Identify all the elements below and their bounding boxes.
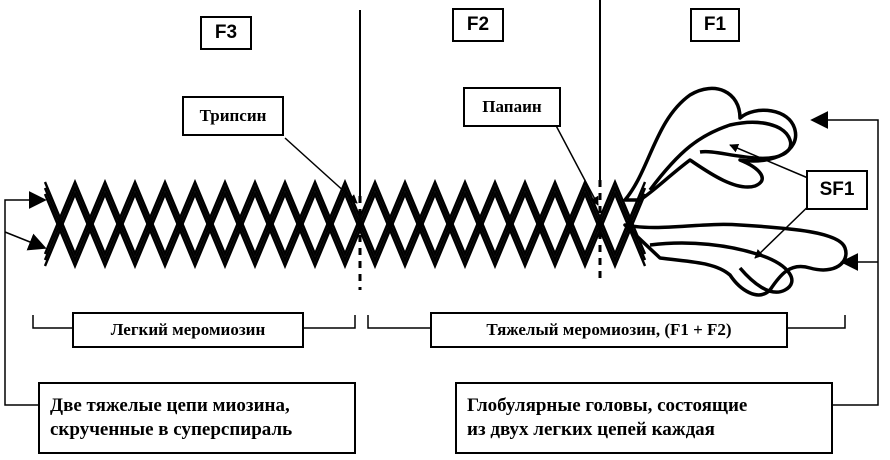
light-meromyosin-label: Легкий меромиозин: [72, 312, 304, 348]
globular-heads: [623, 86, 848, 297]
upper-head-inner-loop: [648, 120, 793, 192]
helix-1-strand-2: [43, 184, 647, 264]
heads-note-line1: Глобулярные головы, состоящие: [467, 395, 748, 416]
tails-note: Две тяжелые цепи миозина, скрученные в с…: [38, 382, 356, 454]
heavy-meromyosin-label: Тяжелый меромиозин, (F1 + F2): [430, 312, 788, 348]
tails-note-line2: скрученные в суперспираль: [50, 419, 293, 440]
tails-connector-branch: [4, 231, 47, 251]
tails-note-line1: Две тяжелые цепи миозина,: [50, 395, 290, 416]
subfragment-label-sf1: SF1: [806, 170, 868, 210]
helix-2-strand-1: [43, 178, 647, 258]
coiled-coil-tail: [43, 178, 647, 270]
heads-note-line2: из двух легких цепей каждая: [467, 419, 715, 440]
upper-head-outer-loop: [623, 86, 798, 202]
trypsin-label: Трипсин: [182, 96, 284, 136]
helix-2-strand-3: [43, 190, 647, 270]
sf1-pointer-upper: [729, 144, 809, 179]
papain-label: Папаин: [463, 87, 561, 127]
fragment-label-f2: F2: [452, 8, 504, 42]
papain-pointer: [551, 117, 599, 206]
helix-2-strand-2: [43, 184, 647, 264]
lower-head-outer-loop: [623, 222, 848, 297]
heads-note: Глобулярные головы, состоящие из двух ле…: [455, 382, 833, 454]
fragment-label-f1: F1: [690, 8, 740, 42]
tails-connector: [4, 191, 47, 406]
fragment-label-f3: F3: [200, 16, 252, 50]
trypsin-pointer: [284, 137, 358, 204]
lower-head-inner-loop: [649, 241, 794, 294]
helix-1-strand-3: [43, 190, 647, 270]
helix-1-strand-1: [43, 178, 647, 258]
